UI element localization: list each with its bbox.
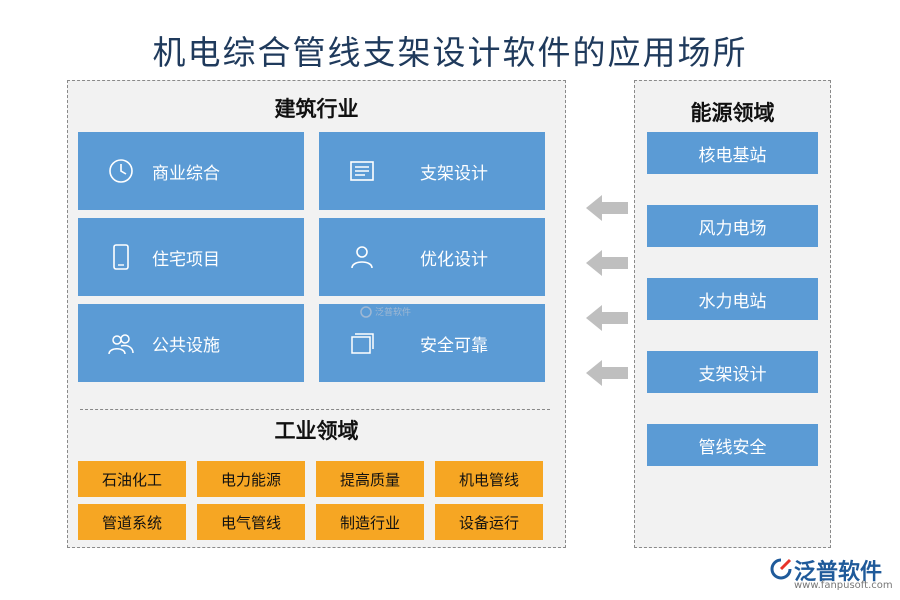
watermark-logo-icon bbox=[360, 305, 372, 318]
industry-item: 电力能源 bbox=[197, 461, 305, 497]
tile-label: 商业综合 bbox=[152, 163, 220, 184]
industry-item: 制造行业 bbox=[316, 504, 424, 540]
construction-industry-panel: 建筑行业 商业综合 支架设计 住宅项目 优化设计 公共设施 安全可靠 泛普软件 … bbox=[67, 80, 566, 548]
industry-item: 设备运行 bbox=[435, 504, 543, 540]
energy-item: 核电基站 bbox=[647, 132, 818, 174]
construction-heading: 建筑行业 bbox=[274, 96, 359, 121]
tile-label: 安全可靠 bbox=[420, 335, 488, 356]
industry-item: 管道系统 bbox=[78, 504, 186, 540]
watermark-text: 泛普软件 bbox=[375, 308, 412, 318]
brand-logo: 泛普软件 www.fanpusoft.com bbox=[770, 554, 895, 596]
tile-residential: 住宅项目 bbox=[78, 218, 304, 296]
person-icon bbox=[351, 246, 373, 269]
clock-icon bbox=[109, 159, 133, 183]
page-title: 机电综合管线支架设计软件的应用场所 bbox=[152, 33, 748, 72]
tile-label: 优化设计 bbox=[420, 249, 488, 270]
logo-url: www.fanpusoft.com bbox=[794, 580, 893, 591]
left-arrow-icon bbox=[586, 195, 628, 221]
left-arrow-icon bbox=[586, 305, 628, 331]
logo-icon bbox=[770, 558, 792, 580]
industry-item: 电气管线 bbox=[197, 504, 305, 540]
tile-commercial: 商业综合 bbox=[78, 132, 304, 210]
phone-icon bbox=[113, 244, 129, 270]
tile-optimized-design: 优化设计 bbox=[319, 218, 545, 296]
left-arrow-icon bbox=[586, 250, 628, 276]
industry-item: 机电管线 bbox=[435, 461, 543, 497]
industry-item: 石油化工 bbox=[78, 461, 186, 497]
industry-item: 提高质量 bbox=[316, 461, 424, 497]
left-arrow-icon bbox=[586, 360, 628, 386]
list-icon bbox=[350, 161, 374, 181]
people-icon bbox=[108, 334, 134, 355]
watermark: 泛普软件 bbox=[360, 305, 411, 318]
tile-safe-reliable: 安全可靠 bbox=[319, 304, 545, 382]
energy-heading: 能源领域 bbox=[690, 100, 775, 125]
energy-panel: 能源领域 核电基站 风力电场 水力电站 支架设计 管线安全 bbox=[634, 80, 831, 548]
logo-name: 泛普软件 bbox=[794, 560, 883, 585]
tile-label: 支架设计 bbox=[420, 163, 488, 184]
tile-bracket-design: 支架设计 bbox=[319, 132, 545, 210]
tile-label: 住宅项目 bbox=[152, 249, 220, 270]
energy-item: 支架设计 bbox=[647, 351, 818, 393]
energy-item: 风力电场 bbox=[647, 205, 818, 247]
tile-label: 公共设施 bbox=[152, 335, 220, 356]
energy-item: 水力电站 bbox=[647, 278, 818, 320]
industry-heading: 工业领域 bbox=[274, 418, 359, 443]
section-divider bbox=[80, 409, 550, 410]
energy-item: 管线安全 bbox=[647, 424, 818, 466]
cards-icon bbox=[351, 333, 374, 354]
tile-public-facilities: 公共设施 bbox=[78, 304, 304, 382]
